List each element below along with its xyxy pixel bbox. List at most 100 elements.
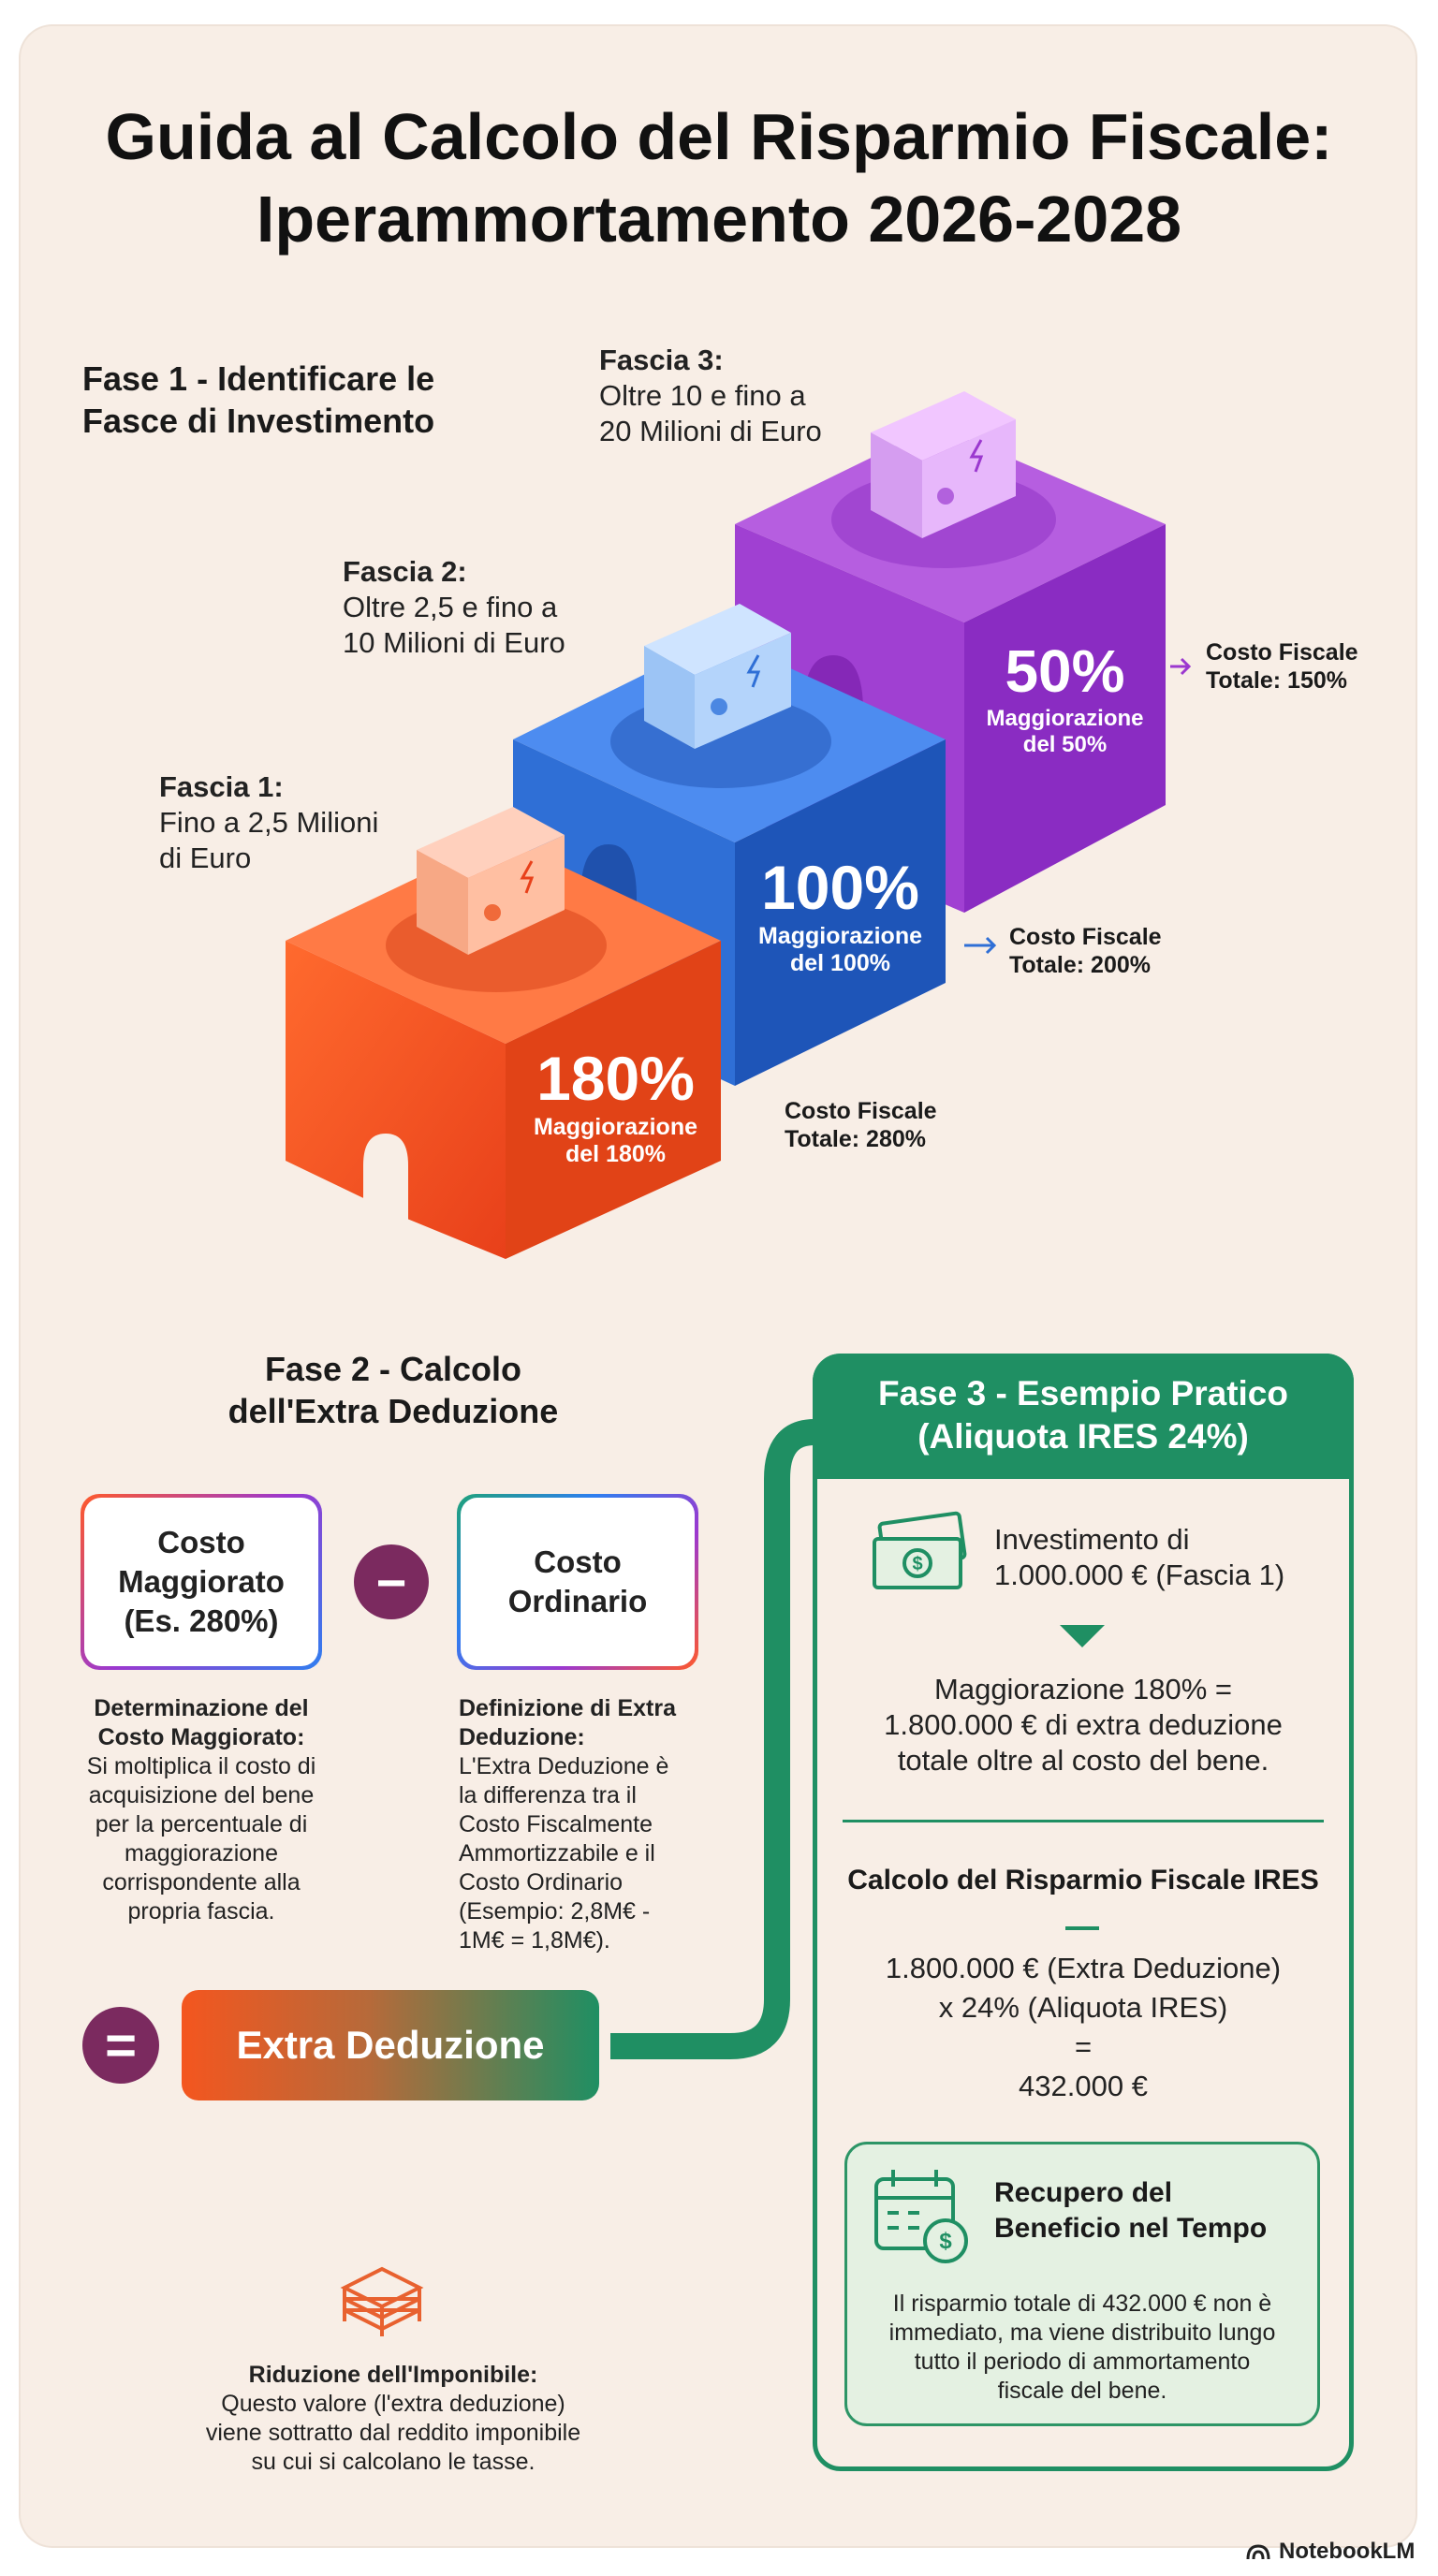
phase2-heading-line1: Fase 2 - Calcolo xyxy=(264,1350,522,1388)
title-line2: Iperammortamento 2026-2028 xyxy=(256,183,1182,256)
tier3-percent-block: 50% Maggiorazione del 50% xyxy=(964,637,1166,758)
equals-symbol: = xyxy=(105,2014,137,2076)
ires-calc-line: x 24% (Aliquota IRES) xyxy=(938,1991,1228,2024)
phase1-heading-line1: Fase 1 - Identificare le xyxy=(82,359,435,398)
extra-deduction-definition: Definizione di Extra Deduzione: L'Extra … xyxy=(459,1694,702,1955)
recovery-line: fiscale del bene. xyxy=(997,2378,1167,2404)
recovery-description: Il risparmio totale di 432.000 € non è i… xyxy=(848,2290,1316,2406)
tier1-name: Fascia 1: xyxy=(159,770,284,803)
tier-staircase xyxy=(286,391,1192,1259)
tier1-percent: 180% xyxy=(536,1044,695,1113)
boosted-cost-box: Costo Maggiorato (Es. 280%) xyxy=(84,1498,318,1666)
tier2-range-line1: Oltre 2,5 e fino a xyxy=(343,591,558,623)
phase2-heading: Fase 2 - Calcolo dell'Extra Deduzione xyxy=(150,1348,637,1432)
boosted-desc-title2: Costo Maggiorato: xyxy=(97,1724,305,1750)
tier3-range-line1: Oltre 10 e fino a xyxy=(599,379,806,412)
recovery-line: immediato, ma viene distribuito lungo xyxy=(888,2320,1276,2346)
taxable-reduction-note: Riduzione dell'Imponibile: Questo valore… xyxy=(112,2361,674,2477)
definition-line: la differenza tra il xyxy=(459,1782,637,1808)
recovery-box xyxy=(844,2142,1320,2426)
tier2-range-line2: 10 Milioni di Euro xyxy=(343,626,565,659)
tier1-maggiorazione-line2: del 180% xyxy=(565,1141,666,1167)
boosted-desc-title1: Determinazione del xyxy=(94,1695,309,1721)
tier1-cost-line1: Costo Fiscale xyxy=(785,1098,937,1124)
boosted-cost-line2: Maggiorato xyxy=(118,1564,285,1599)
boosted-cost-description: Determinazione del Costo Maggiorato: Si … xyxy=(64,1694,339,1926)
definition-line: Ammortizzabile e il xyxy=(459,1840,655,1866)
investment-line2: 1.000.000 € (Fascia 1) xyxy=(994,1559,1285,1591)
tier1-maggiorazione-line1: Maggiorazione xyxy=(533,1114,697,1140)
ires-calc-title: Calcolo del Risparmio Fiscale IRES xyxy=(847,1865,1319,1895)
tier1-range-line1: Fino a 2,5 Milioni xyxy=(159,806,379,839)
appliance-icon xyxy=(644,604,791,749)
reduction-line: su cui si calcolano le tasse. xyxy=(251,2449,536,2475)
tier1-cost-line2: Totale: 280% xyxy=(785,1126,926,1152)
brand-footer: NotebookLM xyxy=(1245,2539,1415,2565)
investment-line1: Investimento di xyxy=(994,1523,1190,1556)
triangle-down-icon xyxy=(1060,1625,1105,1647)
title-line1: Guida al Calcolo del Risparmio Fiscale: xyxy=(105,100,1333,173)
tier2-percent: 100% xyxy=(761,853,919,922)
appliance-icon xyxy=(417,807,565,955)
arrow-icon xyxy=(964,936,997,955)
extra-deduction-result-label: Extra Deduzione xyxy=(236,2023,545,2067)
maggiorazione-example-line: Maggiorazione 180% = xyxy=(934,1673,1232,1705)
notebooklm-logo-icon xyxy=(1246,2544,1270,2560)
tier2-label: Fascia 2: Oltre 2,5 e fino a 10 Milioni … xyxy=(343,554,565,661)
ordinary-cost-line2: Ordinario xyxy=(507,1584,648,1618)
calendar-money-icon: $ xyxy=(874,2170,968,2263)
definition-line: L'Extra Deduzione è xyxy=(459,1753,669,1779)
maggiorazione-example-line: 1.800.000 € di extra deduzione xyxy=(884,1708,1283,1741)
tier1-cube xyxy=(286,838,721,1259)
phase3-heading-line1: Fase 3 - Esempio Pratico xyxy=(877,1374,1288,1412)
tier3-cost-line2: Totale: 150% xyxy=(1206,667,1347,694)
appliance-icon xyxy=(871,391,1016,538)
ordinary-cost-line1: Costo xyxy=(534,1544,622,1579)
tier2-percent-block: 100% Maggiorazione del 100% xyxy=(735,852,946,977)
ires-calc-lines: 1.800.000 € (Extra Deduzione) x 24% (Ali… xyxy=(824,1949,1343,2106)
boosted-desc-line: acquisizione del bene xyxy=(88,1782,315,1808)
tier2-cost-line1: Costo Fiscale xyxy=(1009,924,1162,950)
boosted-desc-line: Si moltiplica il costo di xyxy=(86,1753,316,1779)
connector-line xyxy=(610,1419,815,2059)
phase3-heading: Fase 3 - Esempio Pratico (Aliquota IRES … xyxy=(813,1354,1354,1479)
ordinary-cost-box: Costo Ordinario xyxy=(461,1498,695,1666)
equals-operator: = xyxy=(82,2007,159,2084)
extra-deduction-result: Extra Deduzione xyxy=(182,1990,599,2100)
arrow-icon xyxy=(1170,657,1192,676)
brand-name: NotebookLM xyxy=(1279,2539,1416,2564)
boosted-desc-line: corrispondente alla xyxy=(102,1869,301,1895)
tier2-cost-note: Costo Fiscale Totale: 200% xyxy=(1009,923,1162,979)
recovery-line: tutto il periodo di ammortamento xyxy=(914,2349,1251,2375)
money-icon: $ xyxy=(873,1511,967,1589)
tier3-cost-line1: Costo Fiscale xyxy=(1206,639,1358,666)
maggiorazione-example-line: totale oltre al costo del bene. xyxy=(897,1744,1269,1777)
reduction-line: viene sottratto dal reddito imponibile xyxy=(205,2420,581,2446)
boosted-cost-line1: Costo xyxy=(157,1525,245,1559)
phase3-heading-line2: (Aliquota IRES 24%) xyxy=(917,1417,1249,1456)
recovery-line: Il risparmio totale di 432.000 € non è xyxy=(892,2291,1272,2317)
tier3-label: Fascia 3: Oltre 10 e fino a 20 Milioni d… xyxy=(599,343,822,449)
tier2-cost-line2: Totale: 200% xyxy=(1009,952,1151,978)
ires-calc-line: 1.800.000 € (Extra Deduzione) xyxy=(885,1952,1282,1984)
phase1-heading: Fase 1 - Identificare le Fasce di Invest… xyxy=(82,358,434,442)
definition-line: (Esempio: 2,8M€ - xyxy=(459,1898,651,1925)
tier3-name: Fascia 3: xyxy=(599,344,724,376)
recovery-title: Recupero del Beneficio nel Tempo xyxy=(994,2175,1267,2247)
svg-text:$: $ xyxy=(939,2229,952,2254)
phase1-heading-line2: Fasce di Investimento xyxy=(82,402,435,440)
tier1-cost-note: Costo Fiscale Totale: 280% xyxy=(785,1097,937,1153)
boosted-desc-line: per la percentuale di xyxy=(95,1811,308,1837)
tier3-percent: 50% xyxy=(1005,637,1125,705)
definition-line: Costo Fiscalmente xyxy=(459,1811,653,1837)
recovery-title-line1: Recupero del xyxy=(994,2177,1173,2208)
tier3-maggiorazione-line2: del 50% xyxy=(1022,732,1108,757)
recovery-title-line2: Beneficio nel Tempo xyxy=(994,2213,1268,2244)
tier2-maggiorazione-line2: del 100% xyxy=(789,950,890,976)
boosted-desc-line: propria fascia. xyxy=(127,1898,275,1925)
reduction-line: Questo valore (l'extra deduzione) xyxy=(221,2391,565,2417)
tier1-range-line2: di Euro xyxy=(159,842,252,874)
definition-line: Costo Ordinario xyxy=(459,1869,624,1895)
reduction-title: Riduzione dell'Imponibile: xyxy=(248,2362,538,2388)
tier2-name: Fascia 2: xyxy=(343,555,467,588)
